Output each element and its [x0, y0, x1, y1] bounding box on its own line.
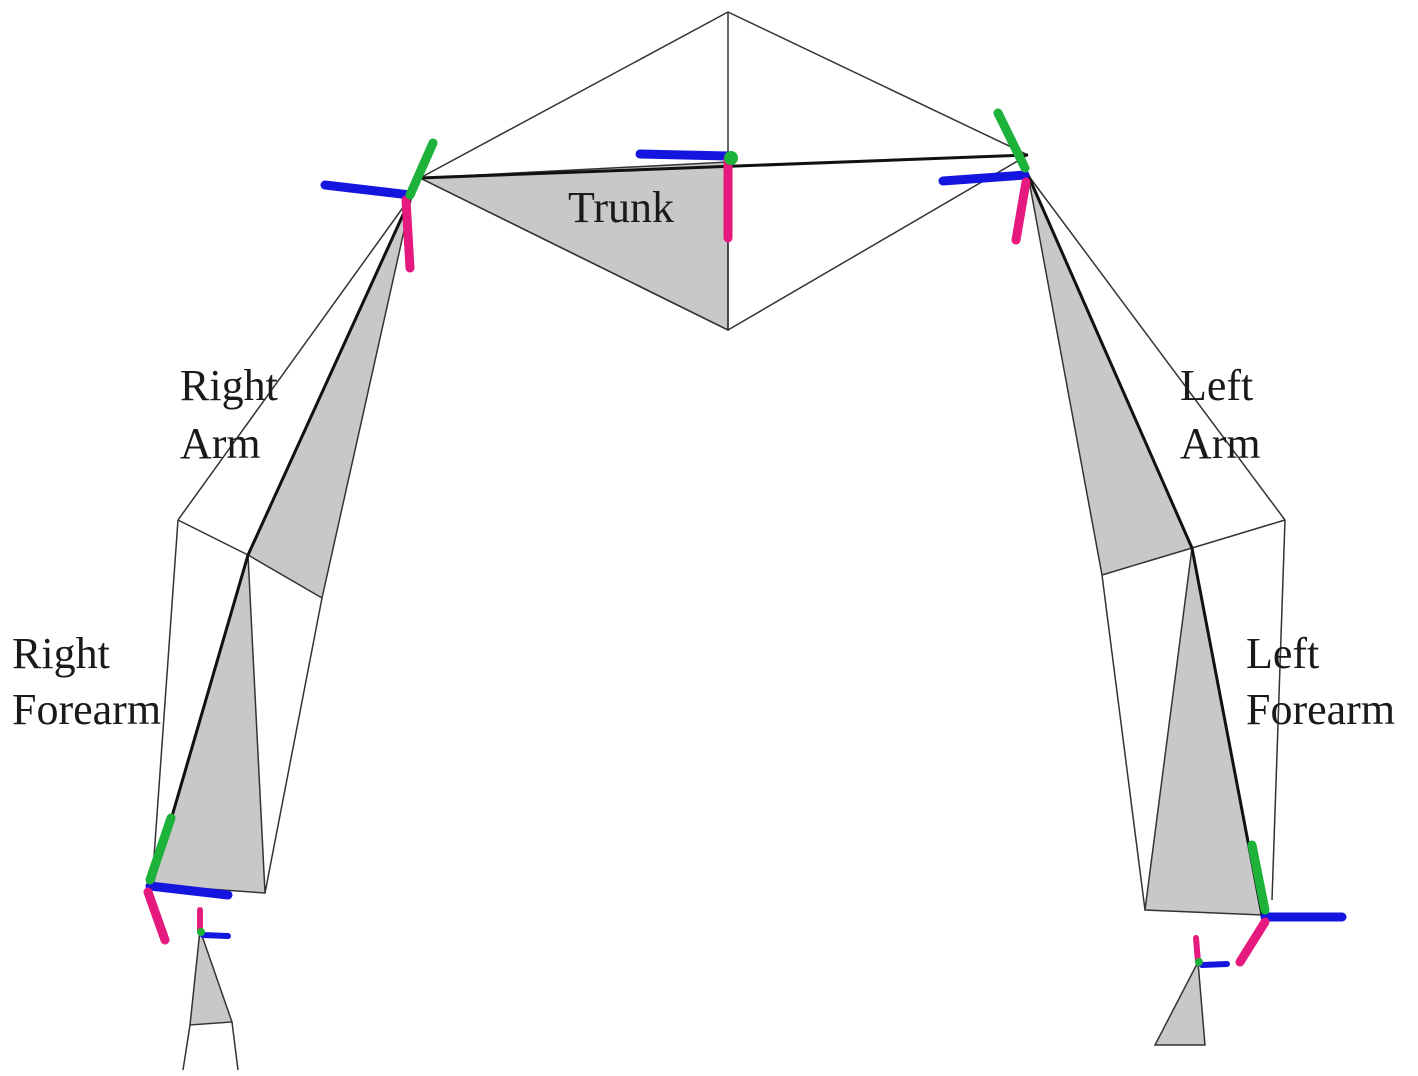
left-arm-label-line2: Arm	[1180, 419, 1261, 468]
right-hand-outline	[182, 1024, 191, 1071]
trunk-axis-z	[635, 149, 733, 161]
left-hand-gray-triangle	[1153, 959, 1206, 1046]
left-hand-axis-z	[1199, 961, 1230, 968]
right-arm-outline	[177, 519, 249, 556]
left-forearm-outline	[1271, 519, 1286, 901]
left-arm-outline	[1027, 174, 1286, 521]
right-hand-segment	[182, 929, 239, 1071]
right-shoulder-axis-z	[320, 180, 415, 200]
right-wrist-axis-x	[143, 887, 170, 945]
left-shoulder-frame-axes	[938, 108, 1031, 245]
right-hand-axis-y	[197, 928, 205, 936]
right-forearm-outline	[151, 519, 179, 886]
left-forearm-outline	[1101, 574, 1146, 911]
trunk-outline	[727, 11, 1029, 156]
left-hand-axis-x	[1193, 935, 1201, 965]
left-arm-label-line1: Left	[1180, 361, 1253, 410]
left-shoulder-axis-z	[938, 170, 1030, 186]
left-wrist-axis-x	[1235, 917, 1270, 967]
right-shoulder-frame-axes	[320, 138, 438, 273]
left-arm-outline	[1191, 519, 1286, 549]
left-arm-bone	[1026, 174, 1194, 549]
left-wrist-axis-y	[1247, 840, 1270, 915]
left-shoulder-axis-x	[1011, 177, 1031, 245]
right-arm-segment	[177, 194, 414, 600]
left-arm-segment	[1026, 174, 1286, 576]
trunk-axis-y	[724, 151, 738, 165]
trunk-outline	[419, 11, 729, 179]
right-forearm-label-line1: Right	[12, 629, 110, 678]
right-hand-outline	[231, 1021, 239, 1071]
left-hand-frame-axes	[1193, 935, 1230, 968]
left-arm-gray-triangle	[1027, 174, 1194, 576]
right-wrist-frame-axes	[143, 813, 233, 945]
right-arm-label-line1: Right	[180, 361, 278, 410]
right-arm-bone	[246, 194, 414, 556]
left-forearm-label-line2: Forearm	[1246, 685, 1395, 734]
right-arm-outline	[177, 194, 413, 521]
right-hand-axis-z	[200, 932, 231, 939]
right-forearm-label-line2: Forearm	[12, 685, 161, 734]
right-wrist-axis-z	[145, 881, 233, 900]
right-arm-label-line2: Arm	[180, 419, 261, 468]
left-hand-segment	[1153, 959, 1206, 1046]
right-forearm-outline	[264, 597, 323, 894]
trunk-label: Trunk	[568, 183, 674, 232]
right-hand-frame-axes	[197, 907, 231, 939]
trunk-outline	[727, 154, 1029, 331]
right-shoulder-axis-y	[405, 138, 438, 200]
left-shoulder-axis-y	[993, 108, 1030, 173]
trunk-outline	[419, 177, 729, 331]
left-forearm-label-line1: Left	[1246, 629, 1319, 678]
right-forearm-gray-triangle	[151, 554, 266, 894]
left-wrist-frame-axes	[1235, 840, 1347, 967]
trunk-frame-axes	[635, 149, 738, 243]
right-hand-gray-triangle	[189, 929, 234, 1026]
right-wrist-axis-y	[145, 813, 176, 885]
right-shoulder-axis-x	[401, 195, 415, 273]
left-hand-axis-y	[1195, 958, 1203, 966]
